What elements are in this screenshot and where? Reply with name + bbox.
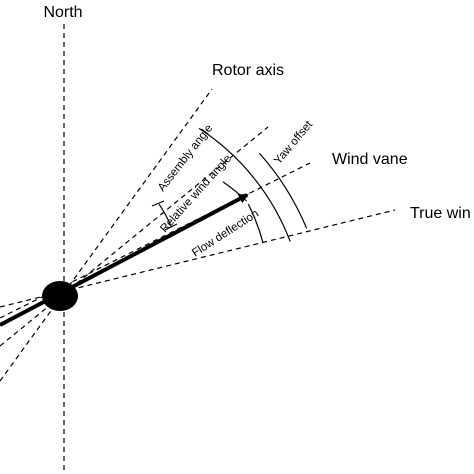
north-label: North bbox=[43, 4, 82, 21]
assembly-arc-tick-bottom bbox=[164, 223, 178, 231]
turbine-hub bbox=[42, 281, 78, 311]
flow-deflection-arc bbox=[247, 203, 264, 243]
wind-vane-label: Wind vane bbox=[332, 151, 408, 168]
flow-deflection-label: Flow deflection bbox=[190, 208, 261, 260]
outer-angle-arc bbox=[198, 127, 291, 242]
yaw-offset-arc bbox=[258, 152, 308, 229]
wind-arrow bbox=[0, 193, 249, 327]
relative-wind-angle-arc bbox=[222, 181, 248, 202]
yaw-offset-label: Yaw offset bbox=[272, 118, 316, 167]
rotor-axis-line bbox=[0, 88, 213, 382]
middle-reference-line bbox=[0, 126, 269, 347]
rotor-axis-label: Rotor axis bbox=[212, 62, 284, 79]
assembly-arc-tick-top bbox=[151, 200, 165, 207]
true-wind-label: True win bbox=[410, 205, 471, 222]
